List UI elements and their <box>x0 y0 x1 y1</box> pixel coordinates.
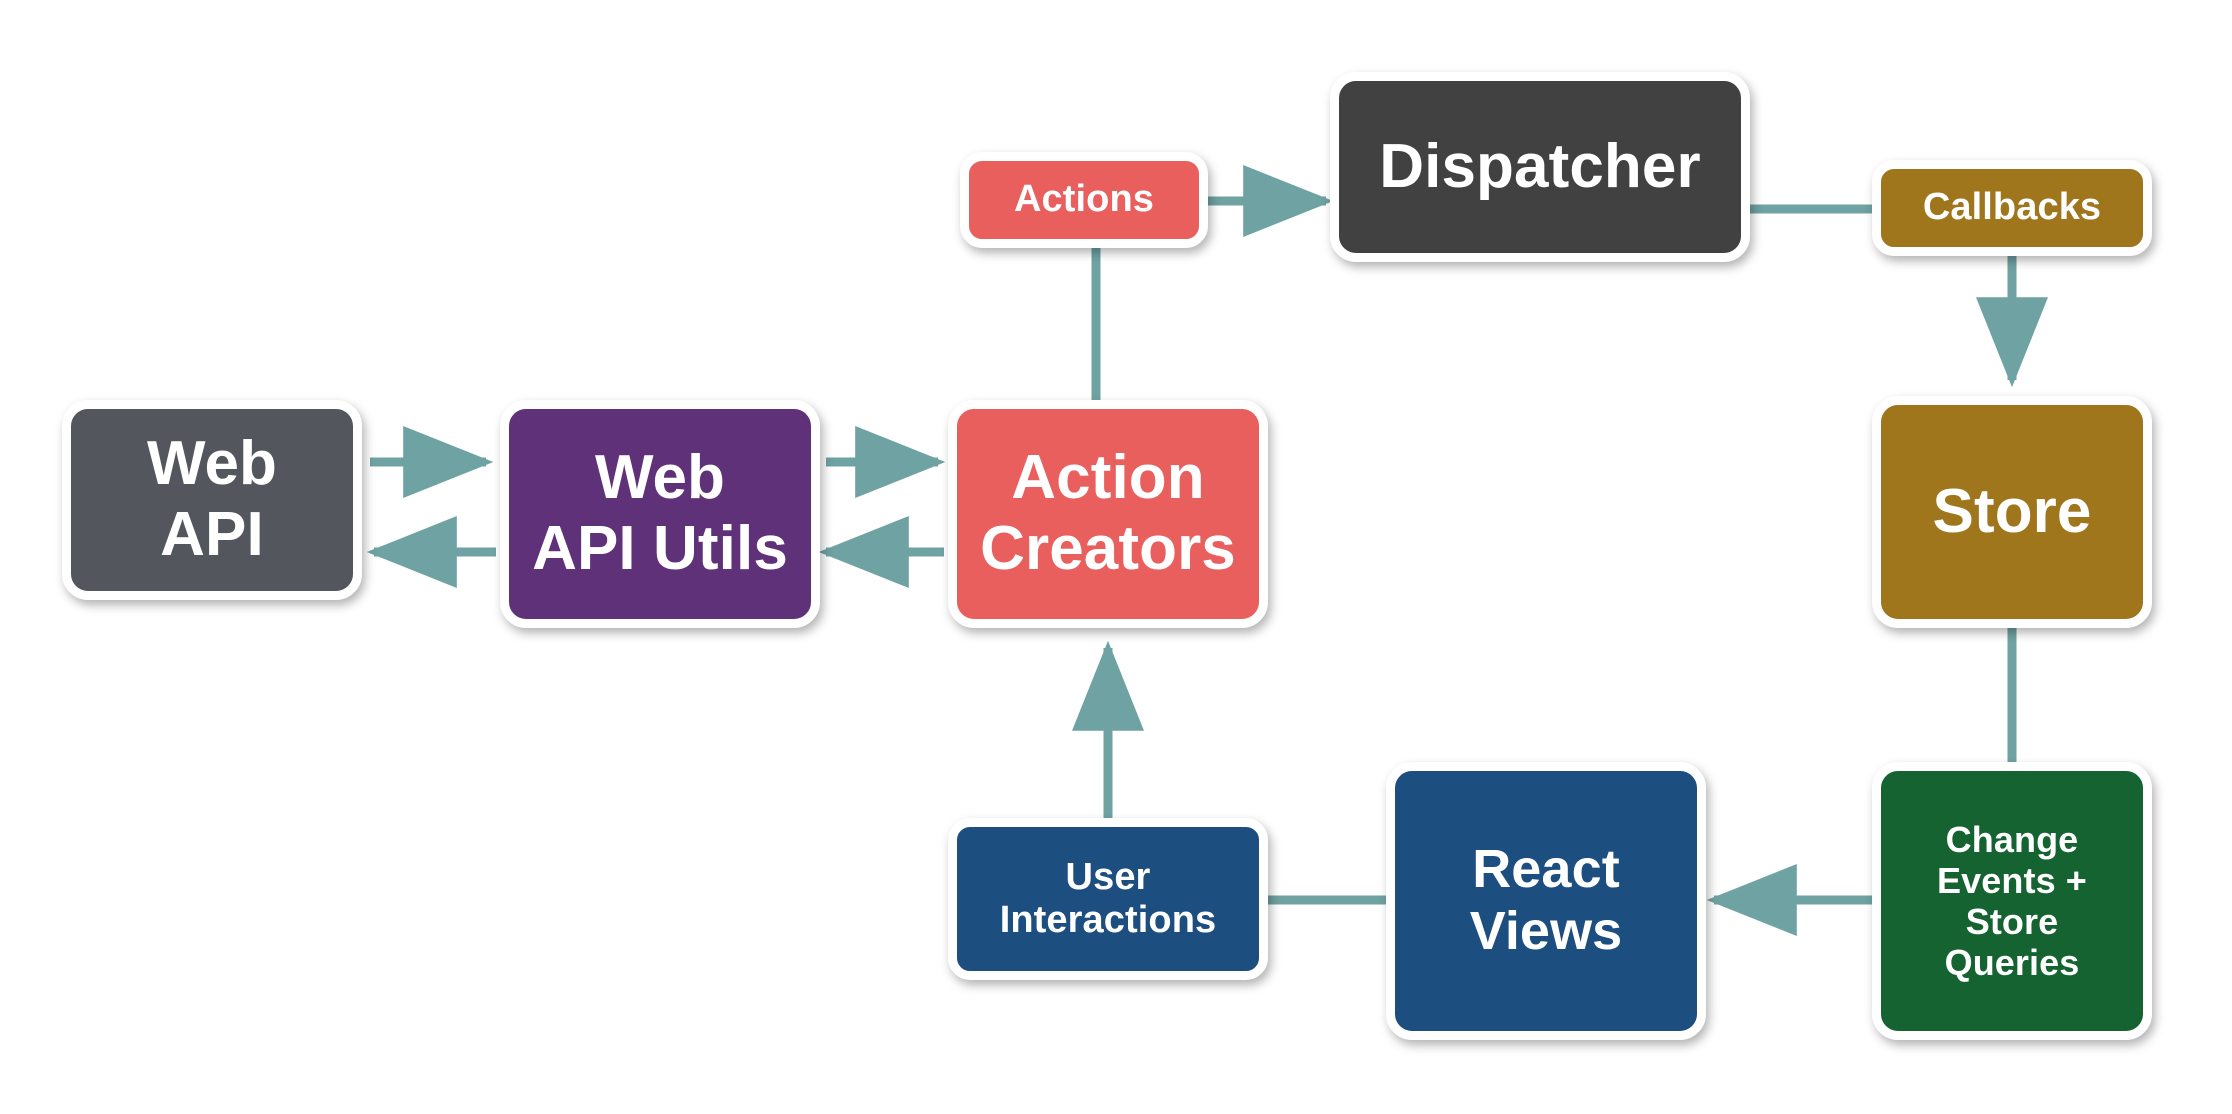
node-web-api[interactable]: Web API <box>62 400 362 600</box>
node-action-creators-label: Action Creators <box>980 443 1236 583</box>
node-web-api-utils-label: Web API Utils <box>532 443 788 583</box>
node-actions-label: Actions <box>1013 178 1155 221</box>
node-dispatcher-label: Dispatcher <box>1379 131 1701 201</box>
node-change-events-label: Change Events + Store Queries <box>1937 818 2087 984</box>
node-web-api-label: Web API <box>146 429 278 569</box>
node-callbacks[interactable]: Callbacks <box>1872 160 2152 256</box>
node-dispatcher[interactable]: Dispatcher <box>1330 72 1750 262</box>
node-actions[interactable]: Actions <box>960 152 1208 248</box>
node-change-events[interactable]: Change Events + Store Queries <box>1872 762 2152 1040</box>
node-web-api-utils[interactable]: Web API Utils <box>500 400 820 628</box>
node-action-creators[interactable]: Action Creators <box>948 400 1268 628</box>
node-user-interactions[interactable]: User Interactions <box>948 818 1268 980</box>
node-react-views[interactable]: React Views <box>1386 762 1706 1040</box>
node-store-label: Store <box>1932 476 2092 546</box>
node-user-interactions-label: User Interactions <box>999 855 1217 941</box>
node-store[interactable]: Store <box>1872 396 2152 628</box>
node-react-views-label: React Views <box>1469 839 1623 961</box>
node-callbacks-label: Callbacks <box>1922 186 2102 229</box>
